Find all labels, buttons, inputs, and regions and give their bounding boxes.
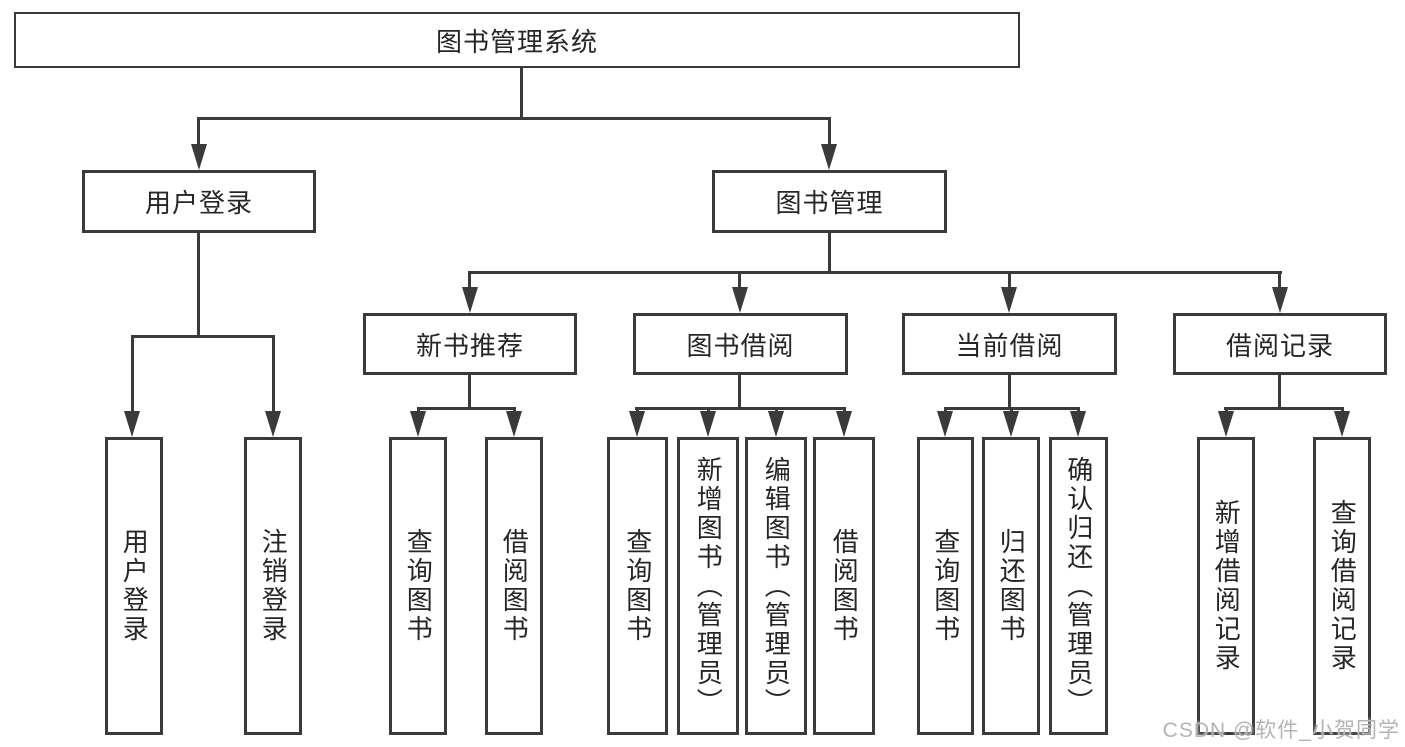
leaf-query-books-recommend: 查询图书 bbox=[389, 437, 447, 735]
node-label: 新书推荐 bbox=[415, 330, 524, 361]
leaf-return-books: 归还图书 bbox=[982, 437, 1040, 735]
node-label: 归还图书 bbox=[996, 528, 1027, 644]
connector-root-trunk bbox=[520, 68, 523, 117]
node-label: 查询借阅记录 bbox=[1327, 499, 1358, 673]
node-label: 用户登录 bbox=[119, 528, 150, 644]
node-new-book-recommendation: 新书推荐 bbox=[363, 313, 577, 375]
arrow-down-icon bbox=[1003, 411, 1019, 437]
leaf-borrow-books: 借阅图书 bbox=[813, 437, 875, 735]
connector-level2-branch bbox=[468, 271, 1282, 274]
connector-newbook-stem bbox=[468, 375, 471, 407]
node-user-login: 用户登录 bbox=[82, 170, 316, 233]
arrow-down-icon bbox=[265, 411, 281, 437]
connector-drop-line bbox=[1278, 271, 1281, 291]
arrow-down-icon bbox=[1218, 411, 1234, 437]
arrow-down-icon bbox=[768, 411, 784, 437]
csdn-watermark: CSDN @软件_小贺同学 bbox=[1162, 719, 1400, 742]
node-label: 查询图书 bbox=[403, 528, 434, 644]
connector-drop-line bbox=[131, 335, 134, 414]
arrow-down-icon bbox=[732, 287, 748, 313]
connector-level1-branch bbox=[197, 117, 831, 120]
connector-bookmgmt-stem bbox=[828, 233, 831, 271]
node-book-borrowing: 图书借阅 bbox=[633, 313, 848, 375]
arrow-down-icon bbox=[937, 411, 953, 437]
leaf-query-borrow-record: 查询借阅记录 bbox=[1313, 437, 1371, 735]
arrow-down-icon bbox=[1334, 411, 1350, 437]
connector-drop-line bbox=[468, 271, 471, 291]
node-label: 当前借阅 bbox=[955, 330, 1064, 361]
connector-drop-line bbox=[828, 117, 831, 147]
connector-borrow-stem bbox=[738, 375, 741, 407]
arrow-down-icon bbox=[700, 411, 716, 437]
leaf-add-books-admin: 新增图书（管理员） bbox=[677, 437, 739, 735]
node-label: 借阅图书 bbox=[499, 528, 530, 644]
arrow-down-icon bbox=[629, 411, 645, 437]
leaf-user-login: 用户登录 bbox=[105, 437, 163, 735]
node-library-management-system: 图书管理系统 bbox=[14, 12, 1020, 68]
connector-current-stem bbox=[1008, 375, 1011, 407]
leaf-query-books-current: 查询图书 bbox=[917, 437, 974, 735]
arrow-down-icon bbox=[191, 144, 207, 170]
node-label: 注销登录 bbox=[258, 528, 289, 644]
node-label: 查询图书 bbox=[930, 528, 961, 644]
node-label: 新增图书（管理员） bbox=[693, 455, 724, 717]
connector-drop-line bbox=[272, 335, 275, 414]
arrow-down-icon bbox=[124, 411, 140, 437]
leaf-query-books-borrowing: 查询图书 bbox=[607, 437, 668, 735]
connector-drop-line bbox=[1008, 271, 1011, 291]
node-label: 借阅图书 bbox=[829, 528, 860, 644]
leaf-add-borrow-record: 新增借阅记录 bbox=[1197, 437, 1255, 735]
arrow-down-icon bbox=[506, 411, 522, 437]
node-label: 确认归还（管理员） bbox=[1063, 455, 1094, 717]
connector-records-branch bbox=[1224, 407, 1344, 410]
node-label: 图书管理 bbox=[775, 188, 884, 218]
connector-borrow-branch bbox=[635, 407, 846, 410]
arrow-down-icon bbox=[821, 144, 837, 170]
connector-drop-line bbox=[197, 117, 200, 147]
node-label: 图书借阅 bbox=[686, 330, 795, 361]
leaf-borrow-books-recommend: 借阅图书 bbox=[485, 437, 543, 735]
leaf-logout: 注销登录 bbox=[244, 437, 302, 735]
node-label: 新增借阅记录 bbox=[1211, 499, 1242, 673]
node-label: 图书管理系统 bbox=[435, 26, 598, 57]
node-current-borrowing: 当前借阅 bbox=[902, 313, 1117, 375]
node-borrowing-records: 借阅记录 bbox=[1173, 313, 1387, 375]
node-label: 编辑图书（管理员） bbox=[761, 455, 792, 717]
arrow-down-icon bbox=[1070, 411, 1086, 437]
node-label: 用户登录 bbox=[144, 188, 253, 218]
arrow-down-icon bbox=[462, 287, 478, 313]
arrow-down-icon bbox=[836, 411, 852, 437]
connector-records-stem bbox=[1278, 375, 1281, 407]
leaf-edit-books-admin: 编辑图书（管理员） bbox=[745, 437, 807, 735]
connector-newbook-branch bbox=[417, 407, 516, 410]
node-book-management: 图书管理 bbox=[712, 170, 947, 233]
arrow-down-icon bbox=[1272, 287, 1288, 313]
node-label: 借阅记录 bbox=[1225, 330, 1334, 361]
node-label: 查询图书 bbox=[622, 528, 653, 644]
connector-userlogin-stem bbox=[197, 233, 200, 335]
connector-drop-line bbox=[738, 271, 741, 291]
connector-userlogin-branch bbox=[131, 335, 275, 338]
leaf-confirm-return-admin: 确认归还（管理员） bbox=[1049, 437, 1108, 735]
arrow-down-icon bbox=[1001, 287, 1017, 313]
arrow-down-icon bbox=[410, 411, 426, 437]
